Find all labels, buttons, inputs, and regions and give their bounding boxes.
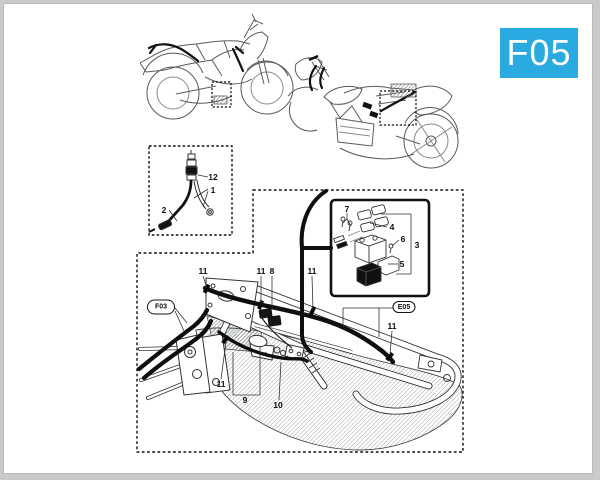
part-code-badge: F05	[500, 28, 578, 78]
callout-12[interactable]: 12	[208, 171, 218, 182]
battery-inset-leader-lines	[342, 213, 412, 275]
callout-11-clamp-3[interactable]: 11	[307, 265, 317, 276]
callout-9[interactable]: 9	[242, 394, 248, 405]
shock-absorber	[296, 348, 328, 390]
callout-4[interactable]: 4	[389, 221, 395, 232]
battery-location-shading	[213, 95, 228, 105]
callout-2[interactable]: 2	[161, 204, 167, 215]
bike-front-highlight-box	[211, 81, 232, 108]
callout-7[interactable]: 7	[344, 203, 350, 214]
ref-label-e05[interactable]: E05	[392, 301, 416, 313]
part-code-text: F05	[506, 32, 572, 73]
starter-relay	[258, 308, 293, 349]
bike-overview-front-view	[139, 13, 294, 120]
callout-5[interactable]: 5	[399, 258, 405, 269]
bike-overview-rear-view	[287, 54, 459, 169]
harness-location-shading	[390, 83, 417, 98]
wiring-harness-cables	[136, 189, 396, 381]
cable-inset-box	[148, 145, 233, 236]
callout-11-clamp-2[interactable]: 11	[256, 265, 266, 276]
cable-inset	[148, 145, 233, 236]
frame-leader-lines	[174, 275, 393, 401]
callout-11-clamp-5[interactable]: 11	[216, 378, 226, 389]
callout-10[interactable]: 10	[273, 399, 283, 410]
main-detail-region-box	[136, 189, 464, 453]
starter-cable-drawing	[148, 150, 214, 233]
pivot-plates	[175, 333, 231, 396]
callout-11-clamp-1[interactable]: 11	[198, 265, 208, 276]
ref-label-e05-text: E05	[397, 303, 411, 311]
cable-inset-leader-lines	[168, 174, 209, 222]
callout-11-clamp-4[interactable]: 11	[387, 320, 397, 331]
frame-assembly-drawing	[136, 189, 463, 451]
callout-8[interactable]: 8	[269, 265, 275, 276]
battery-exploded-drawing	[333, 204, 400, 287]
rear-brackets	[417, 354, 451, 382]
bike-front-harness-cable	[147, 43, 245, 73]
ref-label-f03[interactable]: F03	[147, 299, 175, 315]
callout-6[interactable]: 6	[400, 233, 406, 244]
bike-rear-highlight-box	[379, 90, 417, 126]
ref-label-f03-text: F03	[154, 303, 168, 311]
callout-3[interactable]: 3	[414, 239, 420, 250]
callout-1[interactable]: 1	[210, 184, 216, 195]
